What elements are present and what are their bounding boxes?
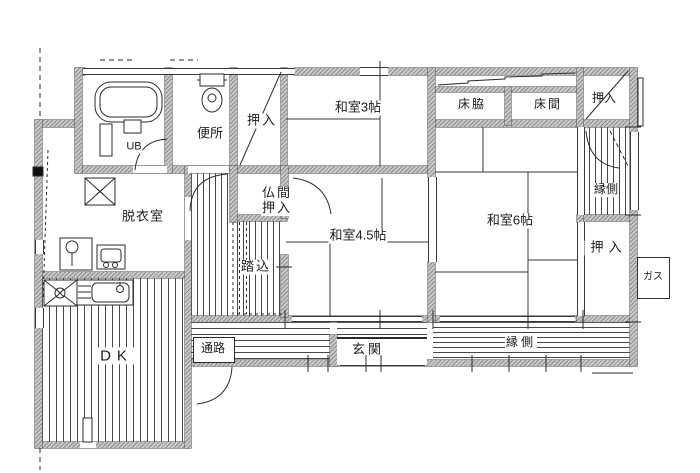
wall-ub-toilet [165,68,172,173]
backdoor-jamb [82,417,93,443]
wall-genkan-left [330,335,337,366]
wall-ubblock-bottom [75,166,435,173]
washer-pan-icon [84,177,116,206]
room-label-genkan: 玄関 [351,341,385,357]
room-label-tsuro: 通路 [200,341,226,356]
dashed-boundaries [39,48,198,470]
floor-corridor [191,173,230,322]
wall-right-outer [630,68,637,366]
room-label-butsuma: 仏間 押入 [260,185,294,216]
room-label-gas: ガス [643,271,663,283]
room-label-engawa-bottom: 縁側 [504,335,538,350]
fumikomi-dashed [232,222,283,316]
toilet-icon [197,73,227,113]
room-label-oshiire-topright: 押入 [591,91,617,106]
wall-left-outer [35,120,42,448]
wall-46-divider-low [428,262,435,322]
room-label-tokowaki: 床脇 [456,97,488,112]
room-label-toilet: 便所 [195,125,225,142]
room-label-washitsu45: 和室4.5帖 [328,227,388,244]
door-gap-kitchen [80,442,96,448]
door-gap-toilet [188,166,229,173]
window-band-top [83,68,295,75]
wall-oshiire3 [281,68,287,173]
floor-engawa-right [583,127,630,215]
wall-ext-top [35,120,82,127]
wall-alcove-bottom [428,120,637,127]
door-gap-south-45 [292,316,422,322]
floor-genkan-hall [337,322,427,335]
window-west-1 [35,240,44,254]
kitchen-sink-icon [76,279,134,306]
door-gap-46 [428,177,437,262]
door-gap-datsui [185,197,191,240]
tsuro-box [193,337,235,363]
room-label-oshiire-right: 押入 [584,240,628,256]
tick-marks [276,61,641,372]
door-arcs [134,130,629,405]
wall-6R-mid [577,215,583,222]
wall-butsuma-right-low [281,255,288,317]
stove-icon [43,279,78,307]
room-label-dk: DK [96,347,134,365]
door-gap-south-6 [440,316,575,322]
closet-diagonals [239,70,629,166]
room-label-oshiire-top: 押入 [245,112,279,129]
room-label-datsuiishitsu: 脱衣室 [120,208,166,225]
wall-dk-bottom [35,442,190,448]
wall-top [295,68,637,75]
door-gap-verandaR [577,127,585,215]
wall-toilet-oshiire [230,68,237,173]
room-label-fumikomi: 踏込 [239,258,273,275]
bathtub-icon [94,81,163,157]
wall-washitsu3-right [428,68,435,177]
room-label-washitsu6: 和室6帖 [485,212,535,229]
wall-dk-right [185,166,191,448]
meter-box [32,166,44,177]
laundry-sink-icon [96,244,126,270]
door-gap-oshiireR [577,222,585,316]
gas-meter-box [637,257,670,299]
window-west-2 [35,308,44,328]
window-washitsu3 [360,67,388,76]
room-label-ub: UB [125,140,143,154]
shutter-case [637,77,644,127]
room-label-tokonoma: 床間 [532,97,564,112]
wall-ub-left [75,68,82,173]
window-east-veranda [630,132,639,210]
wall-6R-upper [577,68,583,127]
wall-corridor-right [230,166,237,222]
wash-basin-icon [59,237,93,271]
door-gap-ub [133,166,167,173]
wall-6R-low [577,316,583,322]
wall-toko-divider [505,87,511,125]
wall-butsuma-bottom [235,215,287,221]
wall-verandaR-bottom [583,215,637,221]
shelf-step-line [437,72,576,86]
wall-datsui-dk [35,272,190,278]
room-label-washitsu3: 和室3帖 [333,99,383,116]
room-label-engawa-right: 縁側 [592,182,620,197]
